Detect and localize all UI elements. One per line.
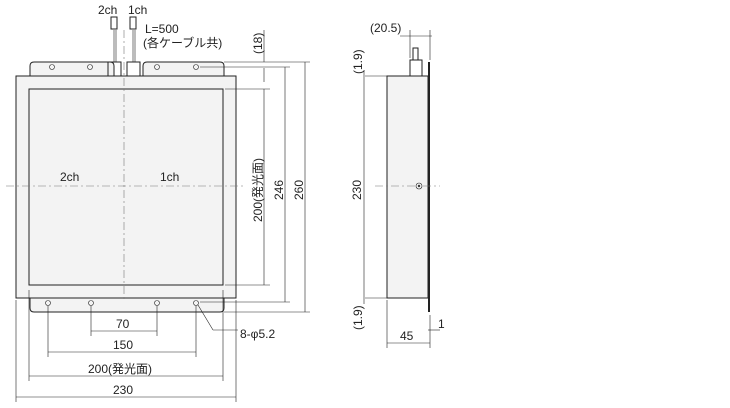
cable-connectors xyxy=(107,16,141,77)
dim-1-9-bottom: (1.9) xyxy=(351,305,365,330)
dim-45: 45 xyxy=(400,329,414,343)
side-view: (20.5) (1.9) 230 (1.9) 45 1 xyxy=(350,21,445,348)
dim-150: 150 xyxy=(113,338,133,352)
dim-260: 260 xyxy=(292,180,306,200)
side-body xyxy=(386,75,429,299)
side-dimension-lines xyxy=(363,30,440,348)
cable-label-1ch: 1ch xyxy=(128,3,147,17)
dim-230: 230 xyxy=(113,383,133,397)
cable-label-2ch: 2ch xyxy=(98,3,117,17)
mounting-holes xyxy=(45,64,199,306)
dim-18: (18) xyxy=(251,33,265,54)
dim-200-emitting: 200(発光面) xyxy=(88,362,152,376)
dim-246: 246 xyxy=(272,180,286,200)
dim-70: 70 xyxy=(116,317,130,331)
side-connector xyxy=(409,59,423,77)
vertical-dimension-lines xyxy=(200,30,310,313)
area-label-2ch: 2ch xyxy=(60,170,79,184)
outer-frame xyxy=(15,75,237,299)
top-left-bracket xyxy=(29,61,115,76)
cable-length: L=500 xyxy=(145,22,179,36)
top-right-bracket xyxy=(142,61,225,76)
bottom-bracket xyxy=(29,298,225,313)
cable-note: (各ケーブル共) xyxy=(143,35,222,50)
front-view: 2ch 1ch L=500 (各ケーブル共) 2ch 1ch 8-φ5.2 70… xyxy=(6,3,310,402)
dim-230-side: 230 xyxy=(350,180,364,200)
hole-spec: 8-φ5.2 xyxy=(240,327,275,341)
dim-1-9-top: (1.9) xyxy=(351,49,365,74)
emitting-surface xyxy=(28,88,224,286)
side-plate xyxy=(428,62,430,312)
dim-20-5: (20.5) xyxy=(370,21,401,35)
horizontal-dimension-lines xyxy=(15,290,237,402)
area-label-1ch: 1ch xyxy=(160,170,179,184)
dim-1: 1 xyxy=(438,317,445,331)
dim-200-emitting-vertical: 200(発光面) xyxy=(251,158,265,222)
